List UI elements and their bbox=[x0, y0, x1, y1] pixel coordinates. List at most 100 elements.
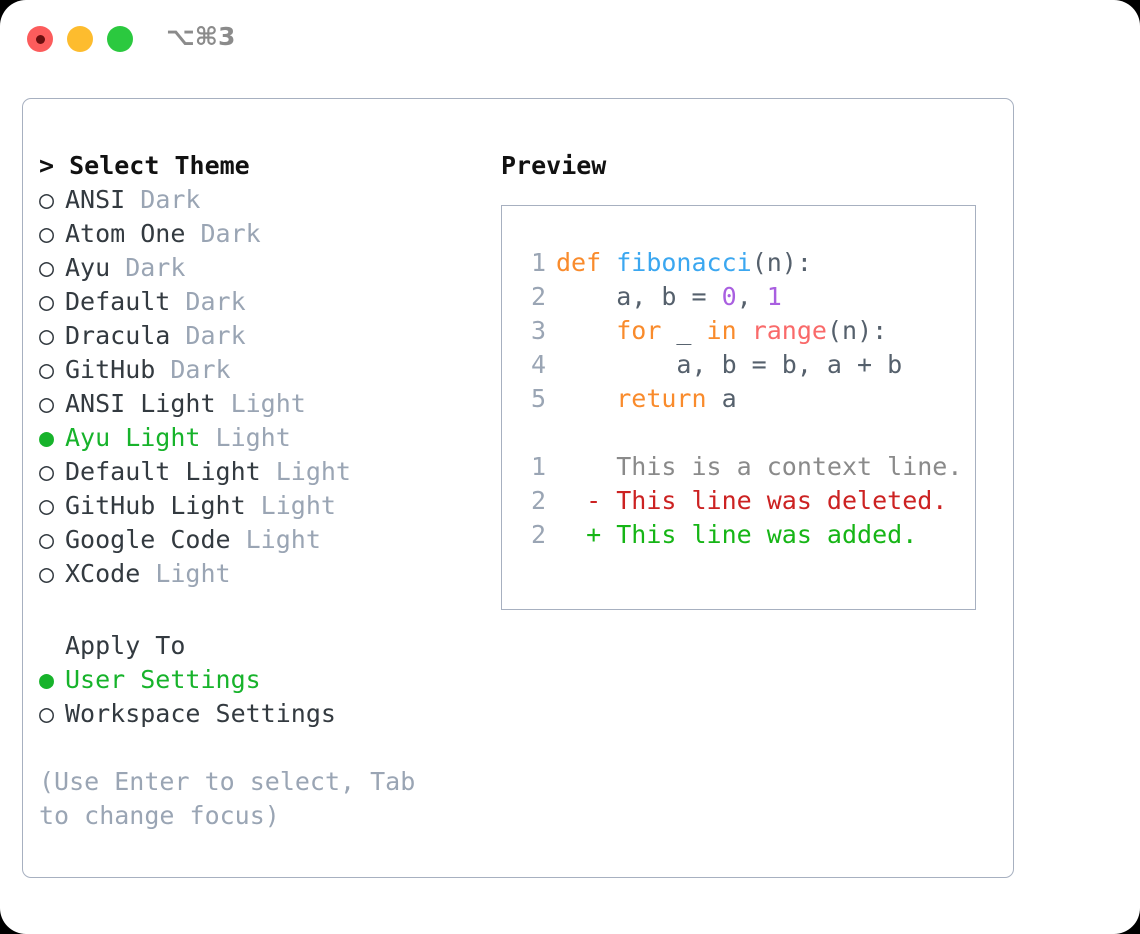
theme-option-label: ANSI bbox=[65, 185, 126, 214]
line-number: 1 bbox=[530, 248, 546, 277]
diff-sign bbox=[556, 452, 616, 481]
code-token: (n): bbox=[751, 248, 812, 277]
theme-option-ayu[interactable]: ○Ayu Dark bbox=[39, 251, 489, 285]
theme-option-ansi-light[interactable]: ○ANSI Light Light bbox=[39, 387, 489, 421]
code-token: , bbox=[736, 282, 767, 311]
maximize-button[interactable] bbox=[107, 26, 133, 52]
code-token: 1 bbox=[766, 282, 782, 311]
radio-selected-icon: ● bbox=[39, 423, 55, 452]
theme-variant-label: Dark bbox=[110, 253, 186, 282]
code-line: 2 a, b = 0, 1 bbox=[502, 280, 975, 314]
code-token bbox=[737, 316, 752, 345]
diff-sample: 1 This is a context line.2 - This line w… bbox=[502, 450, 975, 552]
theme-option-label: Atom One bbox=[65, 219, 186, 248]
radio-unselected-icon: ○ bbox=[39, 287, 55, 316]
code-token: a, b = bbox=[556, 282, 722, 311]
close-button[interactable] bbox=[27, 26, 53, 52]
theme-variant-label: Dark bbox=[170, 321, 246, 350]
theme-option-dracula[interactable]: ○ Dracula Dark bbox=[39, 319, 489, 353]
theme-selector-panel: > Select Theme ○ANSI Dark○Atom One Dark○… bbox=[22, 98, 1014, 878]
theme-list-header: > Select Theme bbox=[39, 151, 250, 180]
apply-to-option-workspace-settings[interactable]: ○ Workspace Settings bbox=[39, 697, 489, 731]
diff-text: This is a context line. bbox=[616, 452, 963, 481]
minimize-button[interactable] bbox=[67, 26, 93, 52]
theme-variant-label: Dark bbox=[185, 219, 261, 248]
code-line: 5 return a bbox=[502, 382, 975, 416]
radio-unselected-icon: ○ bbox=[39, 525, 55, 554]
radio-unselected-icon: ○ bbox=[39, 321, 55, 350]
apply-to-header: Apply To bbox=[65, 631, 186, 660]
code-line: 1 def fibonacci(n): bbox=[502, 246, 975, 280]
keyboard-hint: (Use Enter to select, Tab to change focu… bbox=[39, 767, 416, 830]
code-diff-spacer bbox=[502, 416, 975, 450]
line-number: 2 bbox=[530, 520, 546, 549]
theme-option-default[interactable]: ○ Default Dark bbox=[39, 285, 489, 319]
theme-option-label: Default Light bbox=[65, 457, 261, 486]
radio-unselected-icon: ○ bbox=[39, 491, 55, 520]
line-number: 5 bbox=[530, 384, 546, 413]
code-token: a, b = b, a + b bbox=[556, 350, 903, 379]
line-number: 1 bbox=[530, 452, 546, 481]
theme-option-ayu-light[interactable]: ●Ayu Light Light bbox=[39, 421, 489, 455]
diff-text: This line was deleted. bbox=[616, 486, 948, 515]
apply-to-option-user-settings[interactable]: ● User Settings bbox=[39, 663, 489, 697]
code-token: for bbox=[616, 316, 662, 345]
theme-option-label: Google Code bbox=[65, 525, 231, 554]
radio-unselected-icon: ○ bbox=[39, 699, 55, 728]
line-number: 2 bbox=[530, 282, 546, 311]
radio-unselected-icon: ○ bbox=[39, 559, 55, 588]
line-number: 2 bbox=[530, 486, 546, 515]
theme-variant-label: Light bbox=[260, 457, 351, 486]
theme-option-label: Dracula bbox=[65, 321, 171, 350]
code-token: (n): bbox=[826, 316, 888, 345]
titlebar: ⌥⌘3 bbox=[0, 0, 1140, 76]
theme-option-label: GitHub bbox=[65, 355, 156, 384]
theme-variant-label: Light bbox=[140, 559, 231, 588]
theme-option-label: XCode bbox=[65, 559, 141, 588]
code-token: 0 bbox=[721, 282, 737, 311]
diff-line-deleted: 2 - This line was deleted. bbox=[502, 484, 975, 518]
theme-option-github-light[interactable]: ○ GitHub Light Light bbox=[39, 489, 489, 523]
diff-line-context: 1 This is a context line. bbox=[502, 450, 975, 484]
diff-line-added: 2 + This line was added. bbox=[502, 518, 975, 552]
code-token: return bbox=[616, 384, 707, 413]
theme-option-atom-one[interactable]: ○ Atom One Dark bbox=[39, 217, 489, 251]
apply-to-list: ● User Settings ○ Workspace Settings bbox=[39, 663, 489, 731]
code-token: fibonacci bbox=[616, 248, 752, 277]
theme-variant-label: Dark bbox=[170, 287, 246, 316]
apply-to-option-label: User Settings bbox=[65, 665, 261, 694]
theme-option-default-light[interactable]: ○ Default Light Light bbox=[39, 455, 489, 489]
keyboard-shortcut-label: ⌥⌘3 bbox=[166, 22, 236, 51]
theme-variant-label: Light bbox=[245, 491, 336, 520]
radio-selected-icon: ● bbox=[39, 665, 55, 694]
line-number: 3 bbox=[530, 316, 546, 345]
code-token: in bbox=[706, 316, 737, 345]
diff-sign: + bbox=[556, 520, 617, 549]
theme-option-google-code[interactable]: ○Google Code Light bbox=[39, 523, 489, 557]
theme-option-ansi[interactable]: ○ANSI Dark bbox=[39, 183, 489, 217]
code-token: range bbox=[751, 316, 827, 345]
theme-variant-label: Dark bbox=[155, 355, 231, 384]
theme-list: ○ANSI Dark○Atom One Dark○Ayu Dark○Defaul… bbox=[39, 183, 489, 591]
theme-option-label: Default bbox=[65, 287, 171, 316]
radio-unselected-icon: ○ bbox=[39, 457, 55, 486]
radio-unselected-icon: ○ bbox=[39, 355, 55, 384]
theme-variant-label: Light bbox=[200, 423, 291, 452]
theme-option-github[interactable]: ○ GitHub Dark bbox=[39, 353, 489, 387]
radio-unselected-icon: ○ bbox=[39, 253, 55, 282]
theme-option-label: GitHub Light bbox=[65, 491, 246, 520]
diff-sign: - bbox=[556, 486, 617, 515]
apply-to-option-label: Workspace Settings bbox=[65, 699, 336, 728]
code-line: 3 for _ in range(n): bbox=[502, 314, 975, 348]
theme-option-label: ANSI Light bbox=[65, 389, 216, 418]
diff-text: This line was added. bbox=[616, 520, 918, 549]
preview-title: Preview bbox=[501, 151, 607, 180]
window-controls bbox=[27, 26, 133, 52]
radio-unselected-icon: ○ bbox=[39, 219, 55, 248]
code-token: def bbox=[556, 248, 617, 277]
theme-variant-label: Light bbox=[215, 389, 306, 418]
theme-option-xcode[interactable]: ○ XCode Light bbox=[39, 557, 489, 591]
